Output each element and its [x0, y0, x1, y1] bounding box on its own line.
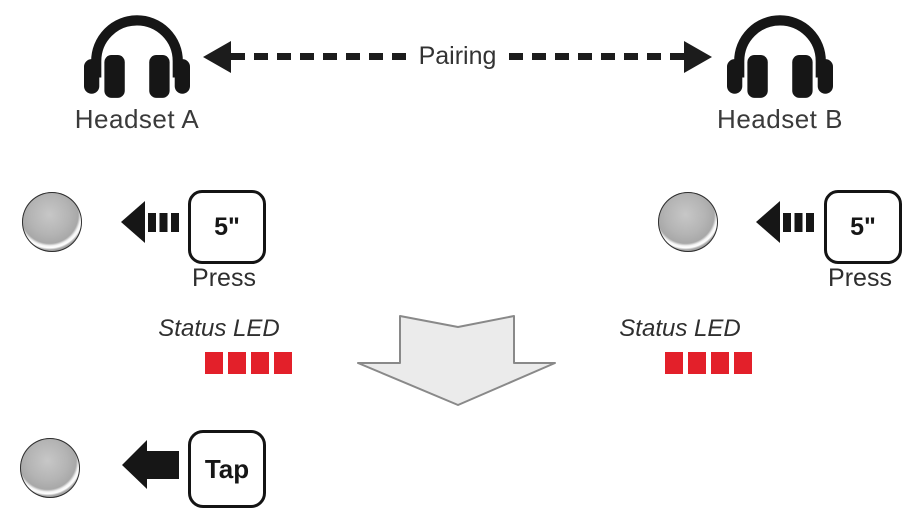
pairing-arrow: Pairing [203, 40, 713, 73]
led-square [274, 352, 292, 374]
led-square [228, 352, 246, 374]
pairing-label: Pairing [418, 42, 497, 70]
device-button-b [658, 192, 718, 252]
status-led-label-b: Status LED [619, 315, 741, 342]
status-led-label-a: Status LED [158, 315, 280, 342]
tap-button: Tap [188, 430, 266, 508]
status-led-strip-b [665, 352, 752, 374]
press-5s-button-b: 5" [824, 190, 902, 264]
arrow-head-right-icon [684, 40, 713, 73]
flow-down-arrow-icon [348, 309, 560, 409]
status-led-strip-a [205, 352, 292, 374]
headset-b-label: Headset B [717, 104, 843, 134]
headset-a-label: Headset A [74, 104, 200, 134]
press-hold-arrow-icon-a [121, 200, 180, 244]
tap-arrow-icon [122, 438, 180, 491]
led-square [665, 352, 683, 374]
press-5s-button-a: 5" [188, 190, 266, 264]
headset-b-icon [727, 8, 833, 100]
led-square [688, 352, 706, 374]
led-square [251, 352, 269, 374]
device-button-a [22, 192, 82, 252]
dashed-line-right [509, 53, 685, 60]
press-caption-b: Press [828, 264, 892, 292]
headset-a-icon [84, 8, 190, 100]
device-button-tap [20, 438, 80, 498]
arrow-head-left-icon [203, 40, 231, 73]
led-square [734, 352, 752, 374]
led-square [205, 352, 223, 374]
dashed-line-left [231, 53, 406, 60]
press-caption-a: Press [192, 264, 256, 292]
led-square [711, 352, 729, 374]
press-hold-arrow-icon-b [756, 200, 815, 244]
